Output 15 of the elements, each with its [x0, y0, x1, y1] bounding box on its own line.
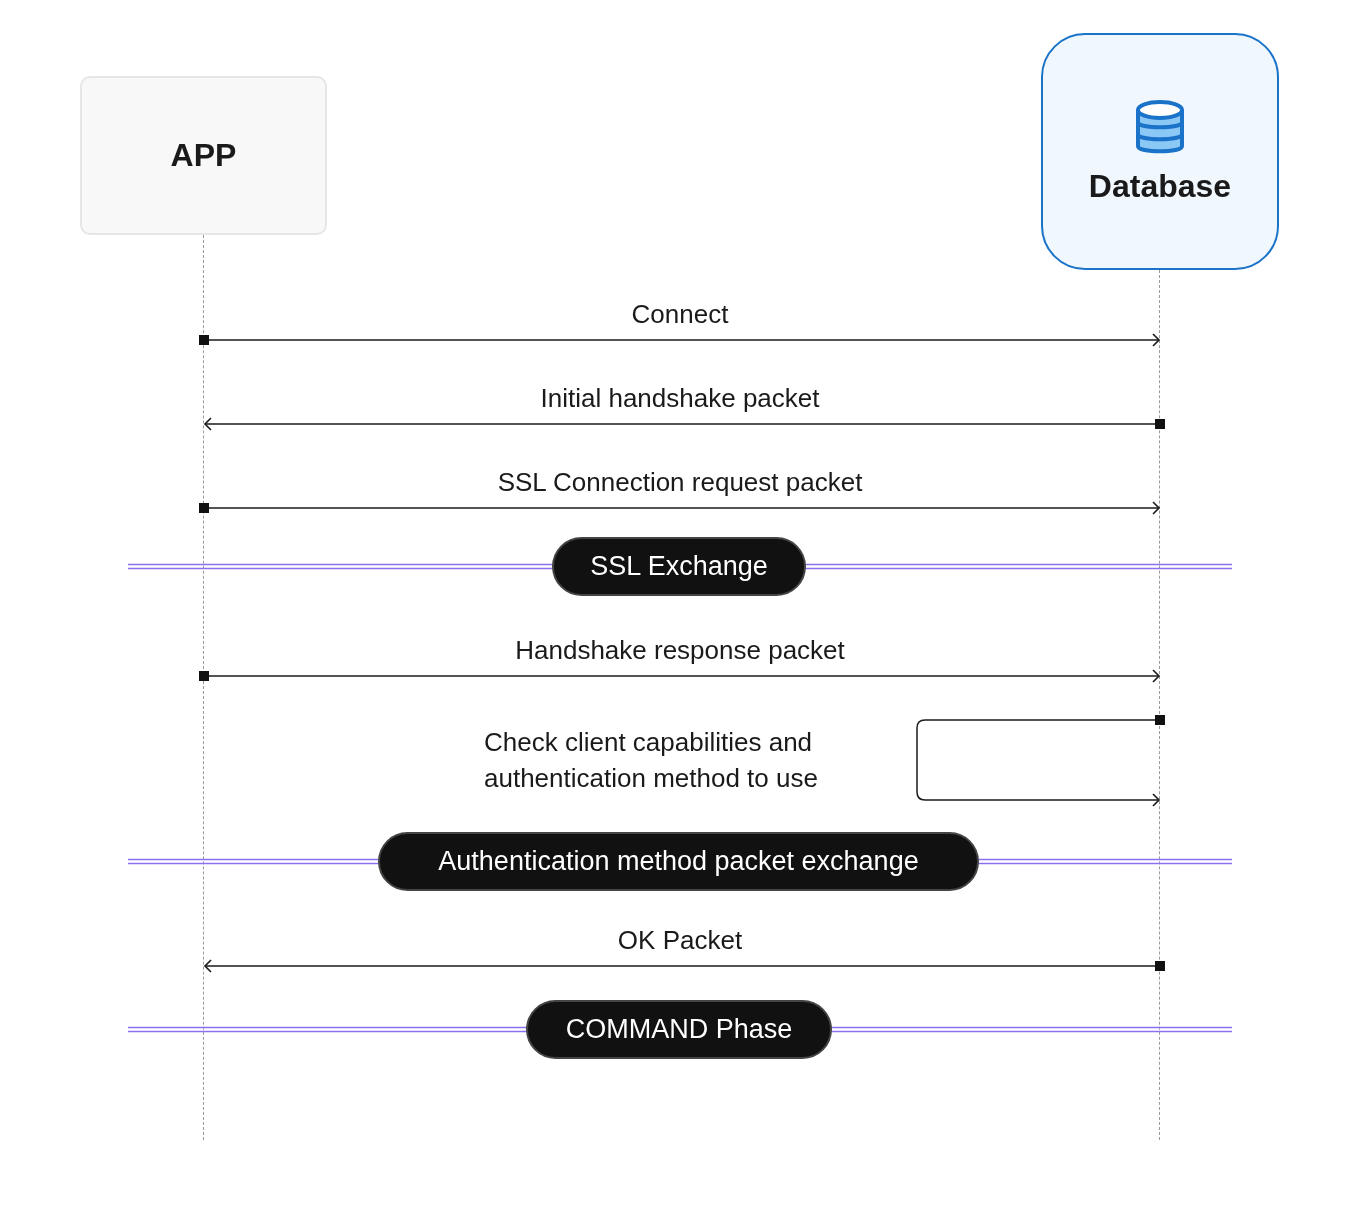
self-message-arrow — [916, 715, 1165, 807]
lifeline — [203, 235, 205, 1140]
participant-box — [80, 76, 327, 235]
message-arrow — [199, 501, 1160, 515]
participant-box — [1041, 33, 1279, 270]
message-arrow — [199, 669, 1160, 683]
message-arrow — [204, 959, 1165, 973]
phase-title: SSL Exchange — [590, 551, 768, 582]
participant-name: Database — [1088, 168, 1232, 205]
phase-title: COMMAND Phase — [565, 1014, 793, 1045]
message-arrow — [204, 417, 1165, 431]
phase-title: Authentication method packet exchange — [438, 846, 919, 877]
participant-name: APP — [170, 137, 237, 174]
lifeline — [1159, 270, 1161, 1140]
message-arrow — [199, 333, 1160, 347]
